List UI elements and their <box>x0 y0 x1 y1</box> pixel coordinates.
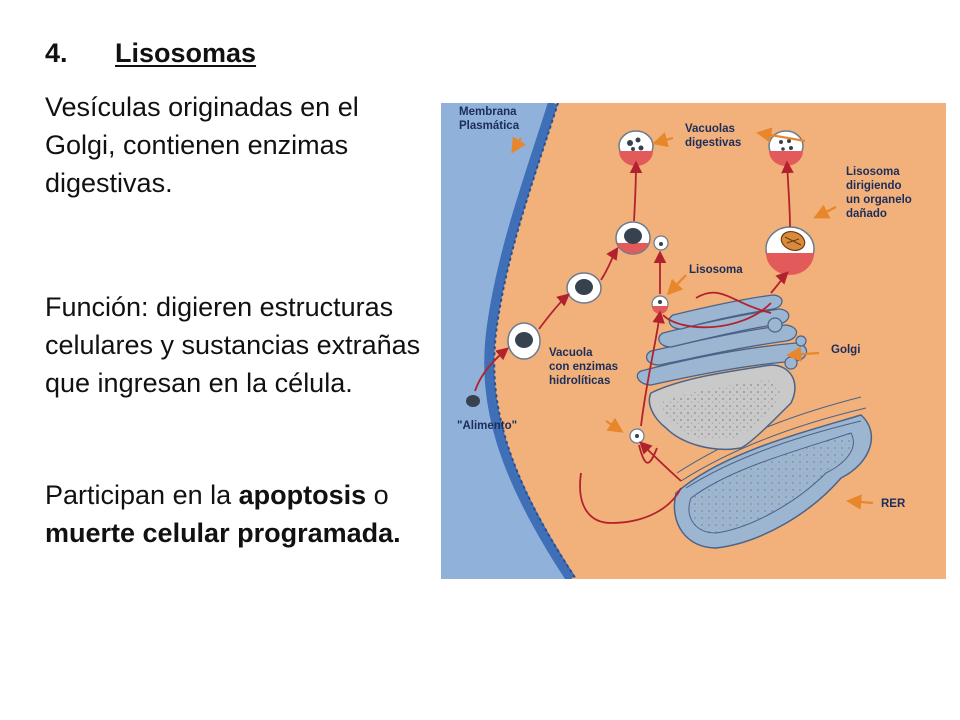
golgi-apparatus <box>636 294 808 451</box>
function-paragraph: Función: digieren estructuras celulares … <box>45 292 421 398</box>
apoptosis-bold: apoptosis <box>238 480 367 510</box>
label-rer: RER <box>881 498 906 510</box>
plasma-membrane <box>484 103 576 579</box>
label-vacuolas-1: Vacuolas <box>685 123 735 135</box>
lysosome-diagram-svg: Membrana Plasmática Vacuolas digestivas … <box>441 103 946 579</box>
apoptosis-text-before: Participan en la <box>45 480 239 510</box>
title-text: Lisosomas <box>115 38 257 68</box>
label-dirigiendo-3: un organelo <box>846 194 912 206</box>
label-golgi: Golgi <box>831 344 860 356</box>
digestive-vacuole-forming <box>615 221 669 255</box>
phagosome-1 <box>507 322 541 360</box>
title-number: 4. <box>45 38 68 68</box>
label-lisosoma: Lisosoma <box>689 264 743 276</box>
cell-death-bold: muerte celular programada. <box>45 518 401 548</box>
apoptosis-text-middle: o <box>366 480 389 510</box>
label-dirigiendo-2: dirigiendo <box>846 180 902 192</box>
description-paragraph: Vesículas originadas en el Golgi, contie… <box>45 92 359 198</box>
label-dirigiendo-1: Lisosoma <box>846 166 900 178</box>
pathway-arrows <box>474 160 794 524</box>
label-arrows <box>511 127 874 510</box>
food-particle <box>466 395 480 407</box>
rough-er <box>673 396 872 549</box>
lysosome-diagram: Membrana Plasmática Vacuolas digestivas … <box>441 103 946 579</box>
phagosome-2 <box>566 272 602 304</box>
hydrolytic-vesicle <box>629 428 645 444</box>
label-vacuola-1: Vacuola <box>549 347 593 359</box>
apoptosis-paragraph: Participan en la apoptosis o muerte celu… <box>45 476 445 552</box>
label-vacuola-3: hidrolíticas <box>549 375 610 387</box>
digestive-vacuole-top-left <box>618 130 654 166</box>
small-lysosome <box>651 295 669 314</box>
label-membrana-1: Membrana <box>459 106 517 118</box>
label-membrana-2: Plasmática <box>459 120 520 132</box>
autophagosome <box>765 226 815 275</box>
cell-exterior <box>441 103 571 579</box>
label-dirigiendo-4: dañado <box>846 208 887 220</box>
label-vacuola-2: con enzimas <box>549 361 618 373</box>
label-alimento: "Alimento" <box>457 420 517 432</box>
label-vacuolas-2: digestivas <box>685 137 741 149</box>
slide-title: 4. Lisosomas <box>45 38 256 69</box>
